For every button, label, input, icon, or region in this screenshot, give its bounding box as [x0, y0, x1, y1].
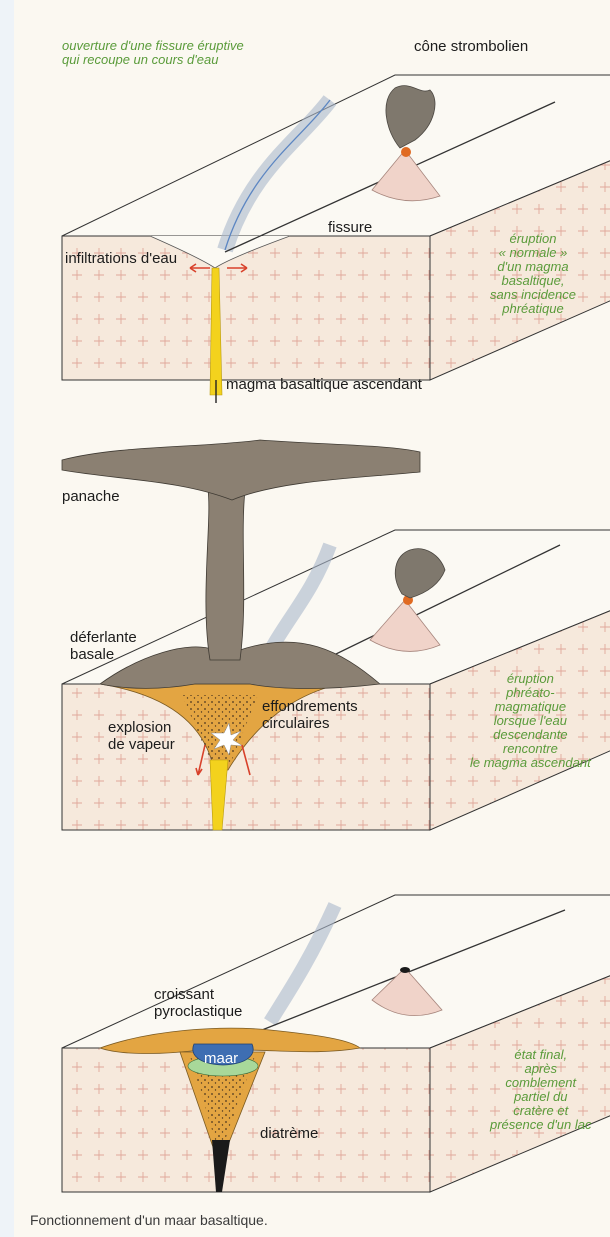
panel3-croissant-label: croissant pyroclastique: [154, 986, 242, 1020]
panel1-top-note: ouverture d'une fissure éruptive qui rec…: [62, 39, 244, 67]
panel3-maar-label: maar: [204, 1050, 238, 1067]
panel1-magma-label: magma basaltique ascendant: [226, 376, 422, 393]
panel1-side-note: éruption « normale » d'un magma basaltiq…: [490, 232, 576, 316]
panel1-cone-label: cône strombolien: [414, 38, 528, 55]
panel1-infiltration-label: infiltrations d'eau: [65, 250, 177, 267]
panel2-effondrements-label: effondrements circulaires: [262, 698, 358, 732]
panel2-deferlante-label: déferlante basale: [70, 629, 137, 663]
panel2-explosion-label: explosion de vapeur: [108, 719, 175, 753]
panel3-diatreme-label: diatrème: [260, 1125, 318, 1142]
panel2-panache-label: panache: [62, 488, 120, 505]
panel-3-block: [62, 895, 610, 1192]
figure-caption: Fonctionnement d'un maar basaltique.: [30, 1212, 268, 1228]
panel-2-block: [62, 440, 610, 830]
panel1-fissure-label: fissure: [328, 219, 372, 236]
panel2-side-note: éruption phréato- magmatique lorsque l'e…: [470, 672, 591, 770]
panel3-side-note: état final, après comblement partiel du …: [490, 1048, 592, 1132]
